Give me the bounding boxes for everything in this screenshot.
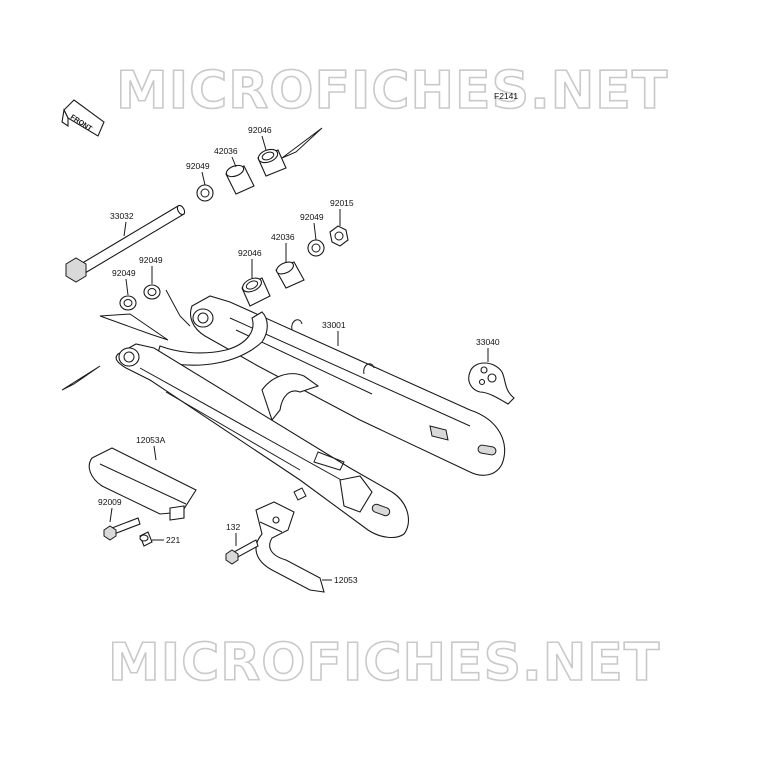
label-92049-top: 92049	[186, 161, 210, 171]
figure-code: F2141	[494, 91, 518, 101]
seal-92049-left-b	[143, 284, 161, 300]
break-line-left	[99, 313, 169, 341]
front-arrow-icon: FRONT	[61, 99, 105, 137]
leader-12053A	[153, 445, 157, 461]
leader-42036-top	[231, 156, 237, 168]
label-132: 132	[226, 522, 240, 532]
bushing-92046-top	[257, 148, 287, 177]
label-92049-left-a: 92049	[112, 268, 136, 278]
nut-92015	[329, 225, 349, 247]
sleeve-42036-top	[225, 164, 255, 195]
label-12053A: 12053A	[136, 435, 166, 445]
label-92015: 92015	[330, 198, 354, 208]
label-12053: 12053	[334, 575, 358, 585]
label-33040: 33040	[476, 337, 500, 347]
label-92049-left-b: 92049	[139, 255, 163, 265]
screw-221	[139, 531, 153, 547]
chain-guide-12053A	[88, 447, 197, 521]
label-92046-mid: 92046	[238, 248, 262, 258]
break-line-mid	[165, 289, 191, 327]
watermark-bottom: MICROFICHES.NET	[108, 633, 660, 693]
leader-92049-top	[201, 171, 206, 186]
sleeve-42036-mid	[275, 261, 305, 289]
leader-92049-mid	[313, 222, 317, 241]
label-92009: 92009	[98, 497, 122, 507]
label-33032: 33032	[110, 211, 134, 221]
swingarm-33001	[115, 295, 506, 539]
pivot-shaft-33032	[65, 204, 186, 283]
bushing-92046-mid	[241, 277, 271, 307]
adjuster-33040	[468, 362, 515, 405]
break-line-top	[281, 127, 323, 159]
bolt-132	[225, 539, 259, 565]
label-33001: 33001	[322, 320, 346, 330]
break-line-left-low	[61, 365, 101, 391]
label-92046-top: 92046	[248, 125, 272, 135]
label-221: 221	[166, 535, 180, 545]
label-92049-mid: 92049	[300, 212, 324, 222]
leader-92046-top	[261, 135, 267, 151]
label-42036-top: 42036	[214, 146, 238, 156]
bolt-92009	[103, 517, 141, 541]
leader-92009	[109, 507, 113, 523]
chain-guard-12053	[255, 501, 325, 593]
watermark-top: MICROFICHES.NET	[116, 61, 668, 121]
label-42036-mid: 42036	[271, 232, 295, 242]
seal-92049-top	[196, 184, 214, 202]
seal-92049-left-a	[119, 295, 137, 311]
leader-92049-left-a	[125, 278, 129, 296]
seal-92049-mid	[307, 239, 325, 257]
leader-33032	[123, 221, 127, 237]
